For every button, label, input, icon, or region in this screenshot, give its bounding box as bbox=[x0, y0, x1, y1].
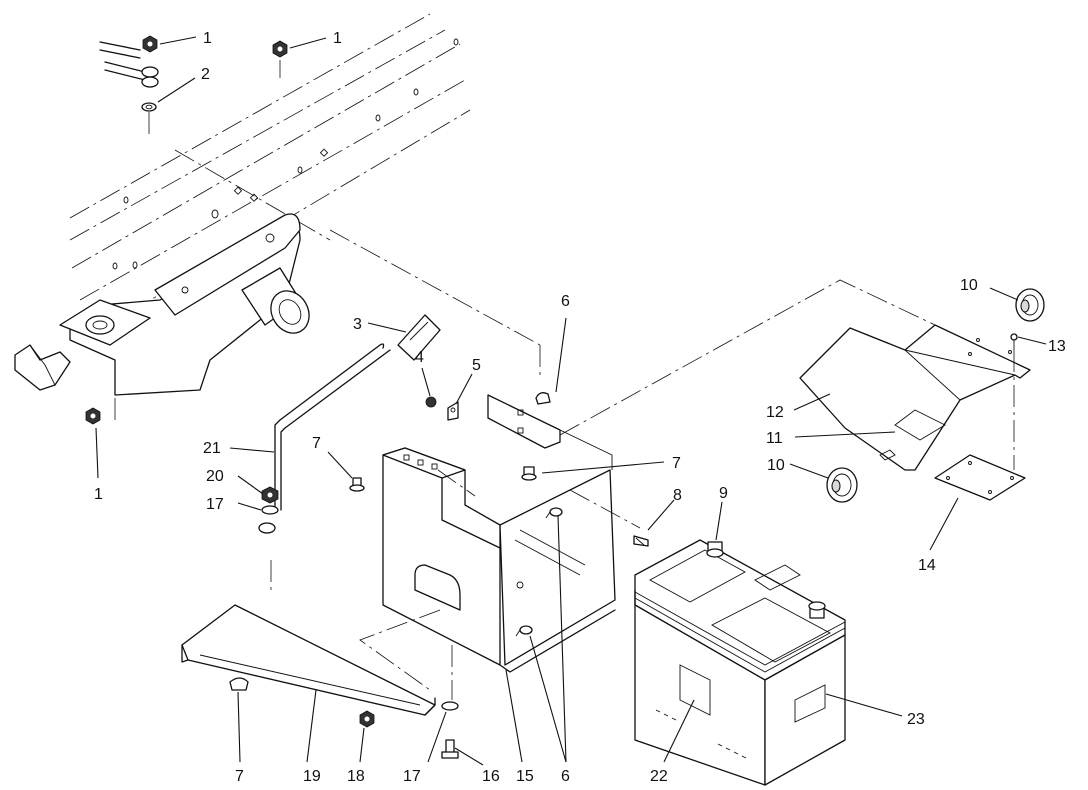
nut-18 bbox=[359, 710, 375, 728]
callout-6: 6 bbox=[561, 768, 570, 785]
callout-1: 1 bbox=[333, 30, 342, 47]
callout-9: 9 bbox=[719, 485, 728, 502]
nut-1b bbox=[272, 40, 288, 58]
callout-16: 16 bbox=[482, 768, 500, 785]
battery-cover-12 bbox=[799, 324, 1031, 471]
nut-1a bbox=[142, 35, 158, 53]
lock-washer-2 bbox=[141, 102, 157, 112]
battery-tray-15 bbox=[382, 394, 616, 673]
bolt-7c bbox=[229, 677, 249, 691]
washer-17b bbox=[441, 701, 459, 711]
callout-22: 22 bbox=[650, 768, 668, 785]
knob-10b bbox=[826, 467, 858, 503]
bolt-6c bbox=[515, 625, 533, 637]
callout-17: 17 bbox=[206, 496, 224, 513]
callout-11: 11 bbox=[766, 430, 783, 447]
clamp-bracket-3 bbox=[397, 314, 441, 361]
bolt-6b bbox=[545, 507, 563, 519]
callout-15: 15 bbox=[516, 768, 534, 785]
callout-1: 1 bbox=[94, 486, 103, 503]
hold-down-rod-21 bbox=[258, 343, 391, 534]
bolt-7b bbox=[521, 466, 537, 481]
callout-23: 23 bbox=[907, 711, 925, 728]
nut-20 bbox=[261, 486, 279, 504]
callout-7: 7 bbox=[312, 435, 321, 452]
callout-18: 18 bbox=[347, 768, 365, 785]
callout-8: 8 bbox=[673, 487, 682, 504]
bolt-16 bbox=[441, 739, 459, 759]
nut-1c bbox=[85, 407, 101, 425]
callout-5: 5 bbox=[472, 357, 481, 374]
callout-4: 4 bbox=[415, 349, 424, 366]
callout-labels: 1 1 2 1 3 4 5 6 7 7 8 9 10 10 11 12 13 1… bbox=[94, 30, 1066, 785]
plate-14 bbox=[934, 454, 1026, 501]
callout-12: 12 bbox=[766, 404, 784, 421]
plate-19 bbox=[181, 604, 436, 716]
callout-3: 3 bbox=[353, 316, 362, 333]
clip-5 bbox=[447, 401, 459, 421]
callout-21: 21 bbox=[203, 440, 221, 457]
bolt-6a bbox=[535, 392, 551, 405]
callout-13: 13 bbox=[1048, 338, 1066, 355]
callout-7: 7 bbox=[235, 768, 244, 785]
callout-10: 10 bbox=[767, 457, 785, 474]
screw-13 bbox=[1010, 333, 1018, 350]
callout-7: 7 bbox=[672, 455, 681, 472]
callout-14: 14 bbox=[918, 557, 936, 574]
nut-4 bbox=[425, 396, 437, 408]
battery-22 bbox=[634, 539, 846, 786]
callout-20: 20 bbox=[206, 468, 224, 485]
callout-1: 1 bbox=[203, 30, 212, 47]
battery-cables bbox=[99, 41, 159, 88]
callout-6: 6 bbox=[561, 293, 570, 310]
bolt-7a bbox=[349, 477, 365, 492]
washer-17a bbox=[261, 505, 279, 515]
callout-19: 19 bbox=[303, 768, 321, 785]
bolt-8 bbox=[633, 535, 649, 547]
leader-lines bbox=[95, 36, 1047, 766]
callout-10: 10 bbox=[960, 277, 978, 294]
hitch-bracket bbox=[14, 213, 310, 420]
knob-10a bbox=[1015, 288, 1045, 322]
callout-17: 17 bbox=[403, 768, 421, 785]
callout-2: 2 bbox=[201, 66, 210, 83]
